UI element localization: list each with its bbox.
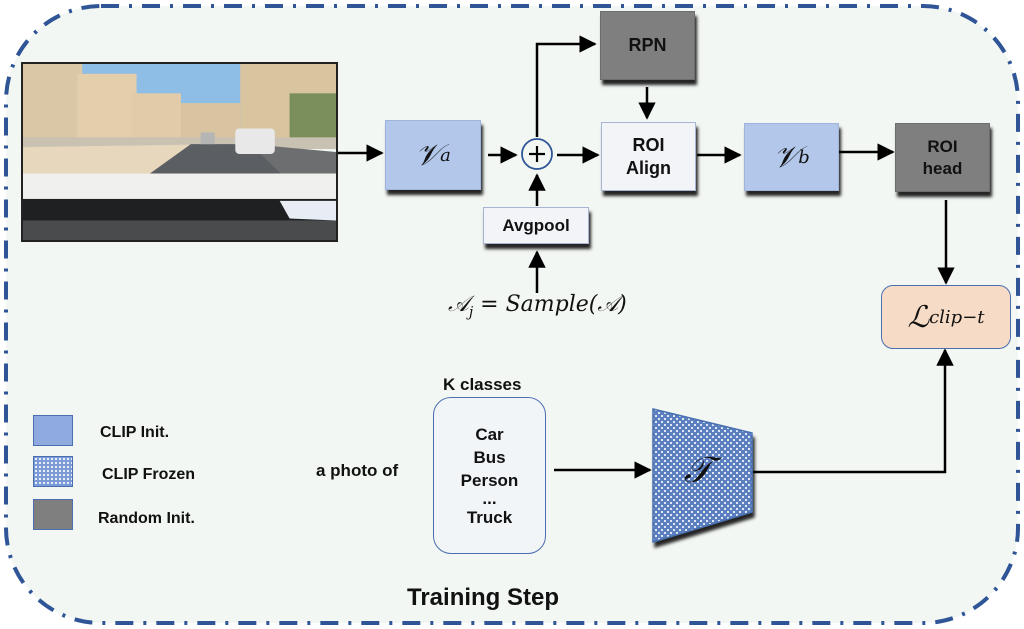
sample-lhs-sub: j xyxy=(468,304,474,321)
va-superscript: a xyxy=(440,144,451,166)
classes-header: K classes xyxy=(443,375,522,394)
input-image xyxy=(21,62,338,242)
sample-rhs: = Sample(𝒜) xyxy=(480,292,627,317)
sample-lhs: 𝒜 xyxy=(448,292,469,317)
rpn-block: RPN xyxy=(600,11,695,80)
sample-equation: 𝒜j = Sample(𝒜) xyxy=(448,292,627,320)
roi-head-line1: ROI xyxy=(927,136,958,156)
arrow-encoder-to-loss xyxy=(753,348,954,474)
class-item: Truck xyxy=(466,507,513,527)
classes-box: Car Bus Person ... Truck xyxy=(433,397,546,554)
roi-align-line1: ROI xyxy=(632,134,665,155)
class-item: Bus xyxy=(473,447,506,467)
roi-head-block: ROI head xyxy=(895,123,990,192)
class-item: Person xyxy=(460,470,519,490)
sum-operator xyxy=(521,138,553,170)
vb-symbol: 𝒱 xyxy=(773,139,799,175)
roi-head-line2: head xyxy=(922,158,963,178)
diagram-title: Training Step xyxy=(407,584,560,611)
legend-swatch-clip-frozen xyxy=(33,456,73,487)
vb-superscript: b xyxy=(798,146,810,168)
prompt-prefix: a photo of xyxy=(316,461,399,480)
text-encoder-block xyxy=(652,408,753,544)
connectors xyxy=(338,35,955,479)
arrow-sum-to-rpn xyxy=(535,35,597,137)
va-symbol: 𝒱 xyxy=(415,137,441,173)
loss-symbol: ℒ xyxy=(907,299,930,335)
legend-swatch-clip-init xyxy=(33,415,73,446)
loss-subscript: clip−t xyxy=(929,306,985,328)
roi-align-line2: Align xyxy=(626,157,671,178)
road-scene-image xyxy=(23,64,336,240)
roi-align-block: ROI Align xyxy=(601,122,696,191)
text-encoder-symbol: 𝒯 xyxy=(684,450,712,491)
legend-label-clip-init: CLIP Init. xyxy=(100,424,170,441)
class-item: Car xyxy=(475,424,504,444)
class-item-ellipsis: ... xyxy=(482,488,497,508)
legend-swatch-random-init xyxy=(33,499,73,530)
avgpool-block: Avgpool xyxy=(483,207,589,244)
rpn-label: RPN xyxy=(628,35,667,55)
legend-label-clip-frozen: CLIP Frozen xyxy=(102,466,196,483)
avgpool-label: Avgpool xyxy=(502,215,570,235)
legend-label-random-init: Random Init. xyxy=(98,510,195,527)
